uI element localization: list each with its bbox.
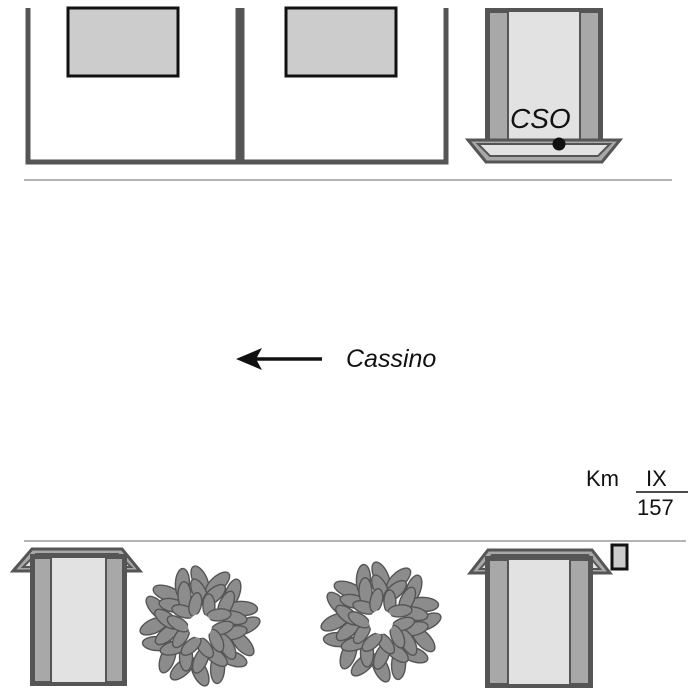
- shrub-leaf: [180, 636, 202, 656]
- station-pillar-bottom-right: [466, 548, 614, 688]
- arrow-left-icon: [236, 348, 322, 370]
- shrub-leaf: [208, 628, 225, 653]
- shrub-leaf: [389, 624, 406, 649]
- dot-icon: [552, 137, 566, 151]
- shrub-center: [369, 610, 393, 634]
- milestone-post-icon: [610, 543, 629, 571]
- shrub-center: [188, 614, 212, 638]
- km-bottom-label: 157: [637, 495, 674, 520]
- top-bays: [25, 8, 449, 165]
- shrub-leaf: [387, 604, 413, 618]
- direction-label: Cassino: [346, 345, 436, 373]
- bay-right-outline: [239, 8, 449, 165]
- pillar-br-right-band: [569, 559, 590, 685]
- pillar-br-left-band: [488, 559, 509, 685]
- station-pillar-top: [464, 8, 624, 164]
- pillar-top-right-band: [579, 11, 600, 159]
- pillar-bl-left-band: [33, 557, 52, 683]
- station-code-label: CSO: [510, 103, 571, 134]
- shrub-leaf: [369, 588, 384, 613]
- bay-right-box: [284, 6, 398, 78]
- km-prefix-label: Km: [586, 466, 619, 491]
- shrub-leaf: [188, 592, 203, 617]
- km-top-label: IX: [646, 466, 667, 491]
- station-pillar-bottom-left: [9, 547, 144, 686]
- shrub-leaf: [347, 611, 371, 629]
- shrub-icon: [139, 565, 261, 687]
- pillar-top-base-inner: [475, 143, 613, 157]
- shrub-leaf: [166, 615, 190, 633]
- shrub-leaf: [361, 632, 383, 652]
- pillar-top-left-band: [488, 11, 509, 159]
- bay-left-outline: [25, 8, 241, 165]
- shrub-leaf: [206, 608, 232, 622]
- shrub-icon: [320, 561, 442, 683]
- bay-left-box: [66, 6, 180, 78]
- pillar-bl-right-band: [105, 557, 124, 683]
